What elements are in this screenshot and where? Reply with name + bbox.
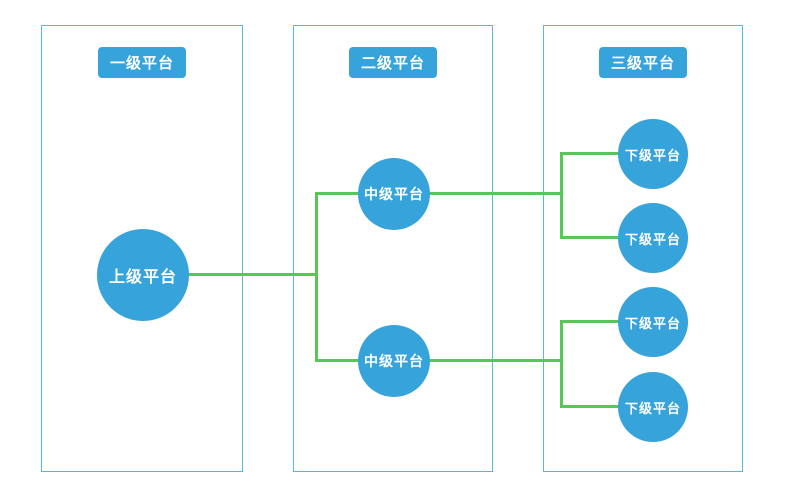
connector-leaf2-in [560, 236, 620, 239]
leaf-platform-node-4: 下级平台 [618, 372, 688, 442]
root-platform-node: 上级平台 [97, 229, 189, 321]
connector-mid2-in [315, 359, 361, 362]
connector-mid1-out [427, 192, 562, 195]
mid-platform-node-2: 中级平台 [358, 325, 430, 397]
level-2-column [293, 25, 493, 472]
connector-mid2-out [427, 359, 562, 362]
connector-level3-upper-vertical [560, 152, 563, 239]
leaf-platform-node-1: 下级平台 [618, 119, 688, 189]
level-1-column [41, 25, 243, 472]
connector-level3-lower-vertical [560, 320, 563, 408]
mid-platform-node-1: 中级平台 [358, 158, 430, 230]
connector-leaf1-in [560, 152, 620, 155]
level-1-header: 一级平台 [98, 47, 186, 78]
level-3-column [543, 25, 743, 472]
leaf-platform-node-2: 下级平台 [618, 203, 688, 273]
leaf-platform-node-3: 下级平台 [618, 287, 688, 357]
level-3-header: 三级平台 [599, 47, 687, 78]
connector-leaf4-in [560, 405, 620, 408]
connector-level2-vertical [315, 192, 318, 362]
connector-mid1-in [315, 192, 361, 195]
level-2-header: 二级平台 [349, 47, 437, 78]
connector-root-trunk [186, 273, 317, 276]
connector-leaf3-in [560, 320, 620, 323]
